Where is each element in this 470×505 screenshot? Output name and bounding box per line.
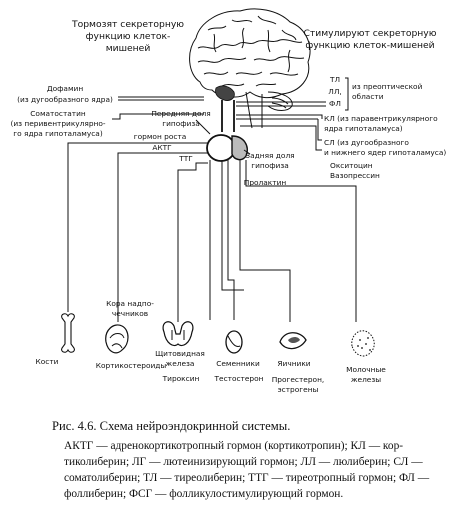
sl-label: СЛ (из дугообразного xyxy=(324,138,409,147)
mammary-gland-icon xyxy=(351,330,375,357)
corticosteroids-label: Кортикостероиды xyxy=(96,361,167,370)
adrenal-label: Кора надпо- xyxy=(106,299,154,308)
tl-label: ТЛ xyxy=(329,75,340,84)
brain-icon xyxy=(189,8,311,129)
thyroxine-label: Тироксин xyxy=(162,374,200,383)
ll-label: ЛЛ, xyxy=(328,87,341,96)
anterior-lobe-label2: гипофиза xyxy=(162,119,200,128)
caption-line-2: тиколиберин; ЛГ — лютеинизирующий гормон… xyxy=(64,456,423,468)
posterior-lobe-label2: гипофиза xyxy=(251,161,289,170)
preoptic-label2: области xyxy=(352,92,384,101)
caption-line-3: соматолиберин; ТЛ — тиреолиберин; ТТГ — … xyxy=(64,472,430,484)
inhibit-header-line2: функцию клеток- xyxy=(86,31,171,42)
stimulate-header-line2: функцию клеток-мишеней xyxy=(305,40,434,51)
thyroid-label: Щитовидная xyxy=(155,349,205,358)
adrenal-icon xyxy=(105,324,129,354)
mammary-label2: железы xyxy=(351,375,381,384)
dopamine-source: (из дугообразного ядра) xyxy=(17,95,113,104)
kl-label: КЛ (из паравентрикулярного xyxy=(324,114,438,123)
inhibit-header-line3: мишеней xyxy=(106,43,151,54)
prolactin-label: Пролактин xyxy=(244,178,287,187)
growth-hormone-label: гормон роста xyxy=(134,132,187,141)
ttg-label: ТТГ xyxy=(178,154,193,163)
preoptic-label: из преоптической xyxy=(352,82,423,91)
thyroid-icon xyxy=(162,321,194,347)
sl-source: и нижнего ядер гипоталамуса) xyxy=(324,148,446,157)
ovary-hormones-label: Прогестерон, xyxy=(272,375,325,384)
testes-icon xyxy=(225,330,243,354)
anterior-lobe-label: Передняя доля xyxy=(151,109,210,118)
thyroid-label2: железа xyxy=(166,359,195,368)
ovaries-label: Яичники xyxy=(277,359,310,368)
oxytocin-label: Окситоцин xyxy=(330,161,373,170)
tl-group-bracket xyxy=(345,77,349,111)
fl-label: ФЛ xyxy=(329,99,341,108)
inhibit-header-line1: Тормозят секреторную xyxy=(71,19,184,30)
caption-line-1: АКТГ — адренокортикотропный гормон (корт… xyxy=(64,440,403,452)
pituitary-icon xyxy=(206,100,248,162)
dopamine-label: Дофамин xyxy=(47,84,84,93)
ovary-icon xyxy=(279,332,307,350)
somatostatin-source2: го ядра гипоталамуса) xyxy=(13,129,103,138)
testes-label: Семенники xyxy=(216,359,260,368)
bone-icon xyxy=(61,313,75,353)
actg-label: АКТГ xyxy=(152,143,172,152)
caption-line-4: фоллиберин; ФСГ — фолликулостимулирующий… xyxy=(64,488,343,500)
vasopressin-label: Вазопрессин xyxy=(330,171,380,180)
somatostatin-label: Соматостатин xyxy=(30,109,86,118)
ovary-hormones-label2: эстрогены xyxy=(278,385,319,394)
adrenal-label2: чечников xyxy=(112,309,148,318)
testosterone-label: Тестостерон xyxy=(214,374,264,383)
kl-source: ядра гипоталамуса) xyxy=(324,124,403,133)
figure-caption-title: Рис. 4.6. Схема нейроэндокринной системы… xyxy=(52,419,290,433)
posterior-lobe-label: Задняя доля xyxy=(245,151,294,160)
hormone-pathways xyxy=(67,142,357,322)
somatostatin-source1: (из перивентрикулярно- xyxy=(10,119,105,128)
mammary-label: Молочные xyxy=(346,365,386,374)
bones-label: Кости xyxy=(36,357,59,366)
stimulate-header-line1: Стимулируют секреторную xyxy=(304,28,437,39)
